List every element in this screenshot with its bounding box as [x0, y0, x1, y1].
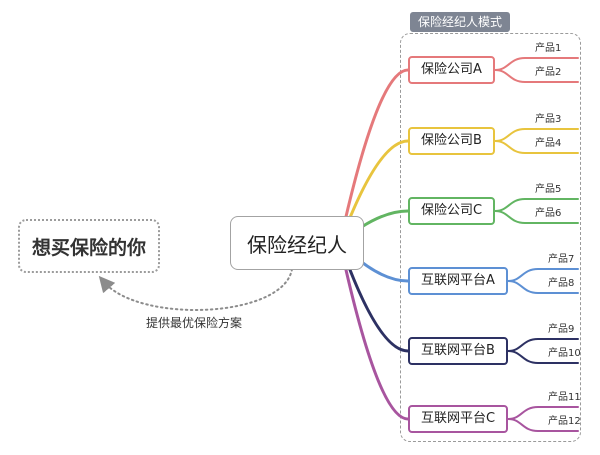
product-link — [494, 210, 579, 224]
product-link — [507, 280, 579, 294]
product-label: 产品3 — [535, 114, 562, 125]
feedback-label: 提供最优保险方案 — [146, 316, 243, 330]
branch-node-4: 互联网平台A — [408, 267, 508, 295]
branch-link-1 — [338, 68, 410, 245]
requester-node: 想买保险的你 — [18, 219, 160, 273]
product-label: 产品10 — [548, 348, 581, 359]
branch-node-6: 互联网平台C — [408, 405, 509, 433]
product-label: 产品6 — [535, 208, 562, 219]
product-label: 产品1 — [535, 43, 562, 54]
product-label: 产品2 — [535, 67, 562, 78]
branch-node-1: 保险公司A — [408, 56, 495, 84]
product-label: 产品5 — [535, 184, 562, 195]
product-label: 产品11 — [548, 392, 581, 403]
feedback-dotted-link — [98, 268, 293, 311]
branch-link-6 — [338, 241, 410, 421]
product-label: 产品9 — [548, 324, 575, 335]
product-link — [507, 418, 579, 432]
branch-node-2: 保险公司B — [408, 127, 495, 155]
product-label: 产品8 — [548, 278, 575, 289]
product-link — [494, 140, 579, 154]
product-link — [494, 69, 579, 83]
product-label: 产品7 — [548, 254, 575, 265]
product-label: 产品4 — [535, 138, 562, 149]
branch-node-5: 互联网平台B — [408, 337, 508, 365]
panel-title: 保险经纪人模式 — [410, 12, 511, 32]
branch-node-3: 保险公司C — [408, 197, 496, 225]
product-link — [507, 350, 579, 364]
broker-node: 保险经纪人 — [230, 216, 364, 270]
product-label: 产品12 — [548, 416, 581, 427]
broker-model-panel — [400, 33, 581, 442]
